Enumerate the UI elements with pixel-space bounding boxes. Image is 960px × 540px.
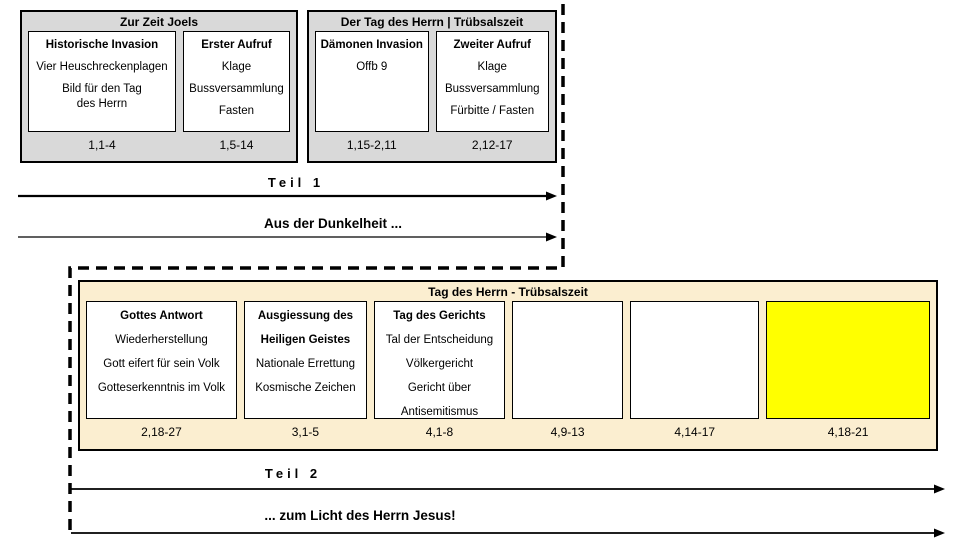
verse-ref: 2,18-27 [141, 425, 182, 439]
column-daemonen-invasion: Dämonen Invasion Offb 9 1,15-2,11 [315, 31, 429, 152]
dunkelheit-arrow [18, 232, 557, 242]
column-4-14-17: 4,14-17 [630, 301, 760, 439]
verse-ref: 4,1-8 [425, 425, 454, 439]
column-zweiter-aufruf: Zweiter Aufruf Klage Bussversammlung Für… [435, 31, 549, 152]
panel-tag-des-herrn: Der Tag des Herrn | Trübsalszeit Dämonen… [307, 10, 557, 163]
panel-body: Dämonen Invasion Offb 9 1,15-2,11 Zweite… [309, 31, 555, 152]
cell-ausgiessung-des-heiligen-geistes: Ausgiessung des Heiligen Geistes Nationa… [243, 301, 367, 419]
box-line: Dämonen Invasion [320, 39, 423, 51]
teil2-arrowhead-icon [934, 484, 945, 494]
box-line: Klage [221, 61, 252, 73]
box-line: Heiligen Geistes [260, 334, 351, 346]
box-line: Tal der Entscheidung [385, 334, 494, 346]
column-4-9-13: 4,9-13 [512, 301, 624, 439]
column-4-18-21: 4,18-21 [766, 301, 930, 439]
verse-ref: 1,1-4 [88, 138, 116, 152]
box-line: Offb 9 [356, 61, 388, 73]
box-line: Bussversammlung [444, 83, 540, 95]
column-erster-aufruf: Erster Aufruf Klage Bussversammlung Fast… [182, 31, 290, 152]
box-daemonen-invasion: Dämonen Invasion Offb 9 [315, 31, 429, 132]
verse-ref: 3,1-5 [291, 425, 320, 439]
box-line: Ausgiessung des [257, 310, 354, 322]
column-ausgiessung: Ausgiessung des Heiligen Geistes Nationa… [243, 301, 367, 439]
verse-ref: 1,15-2,11 [346, 138, 397, 152]
column-tag-des-gerichts: Tag des Gerichts Tal der Entscheidung Vö… [373, 301, 505, 439]
box-line: Antisemitismus [400, 406, 479, 418]
teil1-label: Teil 1 [267, 175, 325, 190]
box-line: Gericht über [407, 382, 472, 394]
column-gottes-antwort: Gottes Antwort Wiederherstellung Gott ei… [86, 301, 237, 439]
cell-highlight-4-18-21 [766, 301, 930, 419]
box-historische-invasion: Historische Invasion Vier Heuschreckenpl… [28, 31, 176, 132]
box-line: Fasten [218, 105, 255, 117]
teil1-arrowhead-icon [546, 191, 557, 201]
verse-ref: 4,9-13 [550, 425, 585, 439]
cell-tag-des-gerichts: Tag des Gerichts Tal der Entscheidung Vö… [373, 301, 505, 419]
licht-caption: ... zum Licht des Herrn Jesus! [264, 508, 456, 523]
box-line: Fürbitte / Fasten [450, 105, 535, 117]
box-line: Nationale Errettung [255, 358, 355, 370]
box-line: Historische Invasion [45, 39, 159, 51]
box-line: Zweiter Aufruf [453, 39, 532, 51]
box-line: Erster Aufruf [201, 39, 272, 51]
box-erster-aufruf: Erster Aufruf Klage Bussversammlung Fast… [182, 31, 290, 132]
box-line: des Herrn [76, 98, 128, 110]
box-line: Gotteserkenntnis im Volk [97, 382, 226, 394]
box-zweiter-aufruf: Zweiter Aufruf Klage Bussversammlung Für… [435, 31, 549, 132]
box-line: Gottes Antwort [120, 310, 203, 322]
panel-title: Zur Zeit Joels [119, 15, 199, 29]
panel-body: Historische Invasion Vier Heuschreckenpl… [22, 31, 296, 152]
box-line: Bild für den Tag [62, 83, 142, 95]
box-line: Wiederherstellung [115, 334, 208, 346]
box-line: Klage [477, 61, 507, 73]
verse-ref: 4,14-17 [674, 425, 716, 439]
teil2-label: Teil 2 [264, 466, 322, 481]
panel-tag-des-herrn-truebsalszeit: Tag des Herrn - Trübsalszeit Gottes Antw… [78, 280, 938, 451]
teil1-arrow [18, 191, 557, 201]
panel-title: Der Tag des Herrn | Trübsalszeit [340, 15, 524, 29]
dashed-connector-path [68, 4, 565, 534]
box-line: Vier Heuschreckenplagen [36, 61, 168, 73]
box-line: Tag des Gerichts [393, 310, 486, 322]
licht-arrow [71, 528, 945, 538]
box-line: Völkergericht [405, 358, 474, 370]
verse-ref: 4,18-21 [827, 425, 869, 439]
licht-arrowhead-icon [934, 528, 945, 538]
dunkelheit-arrowhead-icon [546, 232, 557, 242]
panel-title: Tag des Herrn - Trübsalszeit [428, 285, 588, 299]
panel-body: Gottes Antwort Wiederherstellung Gott ei… [80, 301, 936, 439]
teil2-arrow [71, 484, 945, 494]
cell-gottes-antwort: Gottes Antwort Wiederherstellung Gott ei… [86, 301, 237, 419]
box-line: Kosmische Zeichen [255, 382, 356, 394]
verse-ref: 2,12-17 [471, 138, 513, 152]
cell-empty-4-9-13 [512, 301, 624, 419]
cell-empty-4-14-17 [630, 301, 760, 419]
box-line: Bussversammlung [189, 83, 284, 95]
panel-zur-zeit-joels: Zur Zeit Joels Historische Invasion Vier… [20, 10, 298, 163]
verse-ref: 1,5-14 [219, 138, 254, 152]
dunkelheit-caption: Aus der Dunkelheit ... [263, 216, 403, 231]
column-historische-invasion: Historische Invasion Vier Heuschreckenpl… [28, 31, 176, 152]
box-line: Gott eifert für sein Volk [103, 358, 220, 370]
